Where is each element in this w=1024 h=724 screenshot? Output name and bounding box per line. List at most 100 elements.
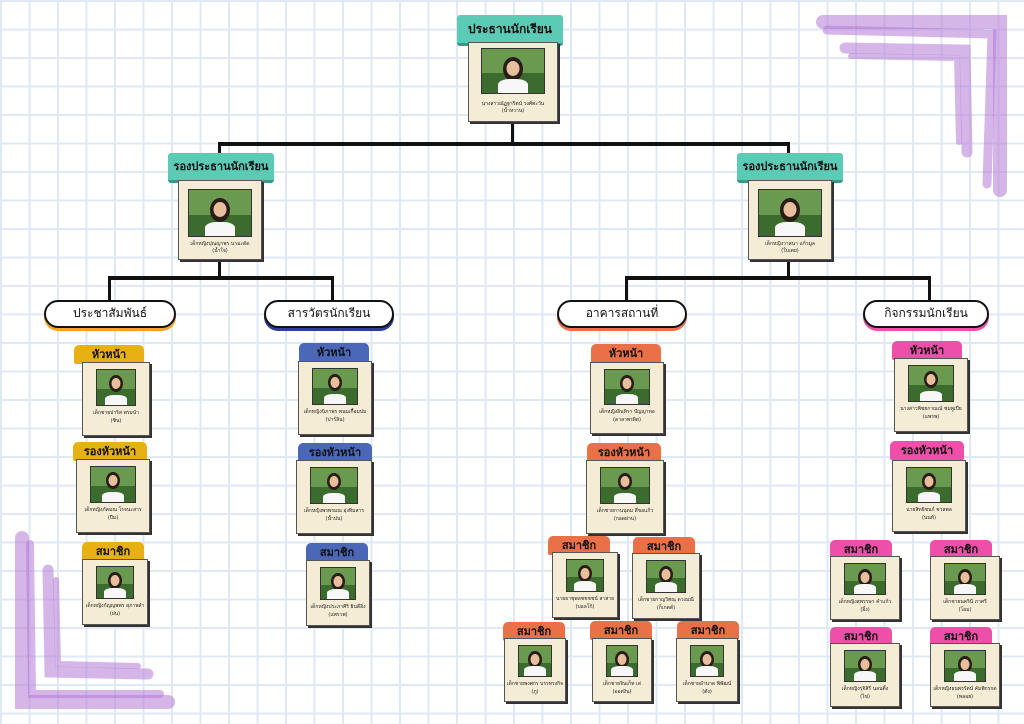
pr-member-nickname: (ฝน) <box>109 611 121 617</box>
sarawat-deputy-role-tag: รองหัวหน้า <box>298 443 372 462</box>
connector-line <box>511 121 514 145</box>
sarawat-member-name: เด็กหญิงประภาศิริ ยินดีอิ่ง <box>310 604 366 610</box>
activity-member4-nickname: (พลอย) <box>956 694 974 700</box>
building-member5-role-tag: สมาชิก <box>677 621 739 640</box>
building-member3-role-tag: สมาชิก <box>503 622 565 641</box>
pr-deputy-role-tag: รองหัวหน้า <box>73 442 147 461</box>
building-member2-role-tag: สมาชิก <box>633 537 695 556</box>
building-member5-nickname: (ตัง) <box>702 689 712 695</box>
activity-member4-role-tag: สมาชิก <box>930 627 992 646</box>
sarawat-member-card: เด็กหญิงประภาศิริ ยินดีอิ่ง (แพรวพ) <box>306 560 370 626</box>
activity-deputy-nickname: (นนท์) <box>921 515 937 521</box>
president-name: นางสาวณัฏฐาริตน์ วงศ์ตะวัน <box>481 101 545 107</box>
vice-president-right-title: รองประธานนักเรียน <box>737 153 843 183</box>
activity-head-nickname: (แพรพ) <box>922 414 940 420</box>
activity-member4-photo <box>944 650 986 682</box>
department-building-label: อาคารสถานที่ <box>557 300 687 328</box>
sarawat-member-nickname: (แพรวพ) <box>328 612 348 618</box>
pr-member-photo <box>96 566 134 599</box>
sarawat-deputy-card: เด็กหญิงพรพรมณ อุ่งทิมสาร (น้ำปน) <box>296 460 372 534</box>
building-member5-name: เด็กชายอำนาด พิพัฒน์ <box>682 681 732 687</box>
activity-head-photo <box>908 365 954 402</box>
sarawat-head-card: เด็กหญิงนิภาพร พนมเกื้อมปม(ปาร์ลิน) <box>298 361 372 435</box>
building-member4-role-tag: สมาชิก <box>590 621 652 640</box>
building-member1-nickname: (บอลโก้) <box>575 604 595 610</box>
sarawat-member-role-tag: สมาชิก <box>306 543 368 562</box>
building-head-photo <box>604 369 650 405</box>
building-member5-photo <box>690 645 724 677</box>
building-deputy-photo <box>600 467 650 504</box>
building-member3-nickname: (ภู) <box>531 689 539 695</box>
connector-line <box>331 276 334 300</box>
connector-line <box>218 142 790 146</box>
pr-deputy-nickname: (ปีม) <box>107 515 119 521</box>
activity-member1-nickname: (อิ้ง) <box>860 607 870 613</box>
connector-line <box>218 259 221 279</box>
pr-head-role-tag: หัวหน้า <box>74 345 144 364</box>
activity-member1-card: เด็กหญิงสุพรรษา คำแก้ว(อิ้ง) <box>830 556 900 620</box>
pr-deputy-name: เด็กหญิงภัคมณ โรจนะสาร <box>84 507 142 513</box>
activity-member2-card: เด็กชายนครินี ภาศรี(โอม) <box>930 556 1000 620</box>
president-photo <box>481 48 545 94</box>
activity-member3-card: เด็กหญิงรุจิสิรี นอนติ้ง (ไข่) <box>830 643 900 707</box>
pr-member-card: เด็กหญิงกัญญพพร สุภาพลำ (ฝน) <box>82 559 148 625</box>
pr-head-nickname: (ซิน) <box>110 418 122 424</box>
activity-head-card: นางสาวพิชยกาณณ์ ชมพูเปีย (แพรพ) <box>894 358 968 432</box>
sarawat-member-photo <box>320 567 356 600</box>
activity-member3-name: เด็กหญิงรุจิสิรี นอนติ้ง <box>841 686 889 692</box>
sarawat-head-role-tag: หัวหน้า <box>299 343 369 362</box>
connector-line <box>108 276 111 300</box>
department-sarawat-label: สารวัตรนักเรียน <box>264 300 394 328</box>
vice-president-left-nickname: (น้ำใจ) <box>212 248 228 254</box>
vice-president-right-name: เด็กหญิงวาสนา แก้วมูล <box>765 241 815 247</box>
building-deputy-card: เด็กชายกานนุดม สี่ขอแก้ว (กอดผ่าน) <box>586 460 664 534</box>
sarawat-deputy-name: เด็กหญิงพรพรมณ อุ่งทิมสาร <box>303 508 365 514</box>
activity-member2-name: เด็กชายนครินี ภาศรี <box>943 599 987 605</box>
department-pr-label: ประชาสัมพันธ์ <box>44 300 176 328</box>
crayon-corner-bottom-left-icon <box>15 531 175 709</box>
activity-deputy-role-tag: รองหัวหน้า <box>890 441 964 460</box>
building-head-role-tag: หัวหน้า <box>591 344 661 363</box>
activity-deputy-photo <box>906 467 952 503</box>
pr-head-card: เด็กชายปาริส พรมนำ (ซิน) <box>82 362 150 436</box>
vice-president-left-card: เด็กหญิงปุณญาพร นามะดัด (น้ำใจ) <box>178 180 262 260</box>
building-member3-card: เด็กชายพงศกร บรรทรงกิจ(ภู) <box>504 638 566 702</box>
activity-head-name: นางสาวพิชยกาณณ์ ชมพูเปีย <box>900 406 962 412</box>
connector-line <box>787 259 790 279</box>
building-head-card: เด็กหญิงอินทิรา ปัญญาทอ (ดาลาพรผิด) <box>590 362 664 434</box>
building-member4-nickname: (ออตงิน) <box>612 689 632 695</box>
activity-member2-photo <box>944 563 986 595</box>
building-member4-card: เด็กชายจินเก็ท เด่(ออตงิน) <box>592 638 652 702</box>
building-deputy-name: เด็กชายกานนุดม สี่ขอแก้ว <box>596 508 654 514</box>
vice-president-right-photo <box>758 189 822 237</box>
building-member1-name: นายธาชุพลชชชชน์ สาสาย <box>556 596 614 602</box>
pr-member-name: เด็กหญิงกัญญพพร สุภาพลำ <box>85 603 145 609</box>
building-head-name: เด็กหญิงอินทิรา ปัญญาทอ <box>599 409 655 415</box>
connector-line <box>218 142 221 154</box>
sarawat-deputy-nickname: (น้ำปน) <box>325 516 343 522</box>
activity-member1-photo <box>844 563 886 595</box>
building-member3-photo <box>518 645 552 677</box>
building-deputy-nickname: (กอดผ่าน) <box>613 516 637 522</box>
building-head-nickname: (ดาลาพรผิด) <box>613 417 641 423</box>
building-deputy-role-tag: รองหัวหน้า <box>587 443 661 462</box>
building-member2-card: เด็กชายกาญวิศณุ ดวงมณี(ก็เกตต์) <box>632 553 700 619</box>
connector-line <box>625 276 628 300</box>
department-activity-label: กิจกรรมนักเรียน <box>863 300 989 328</box>
sarawat-head-name: เด็กหญิงนิภาพร พนมเกื้อมปม <box>303 409 367 415</box>
vice-president-left-title: รองประธานนักเรียน <box>168 153 274 183</box>
building-member4-photo <box>606 645 638 677</box>
activity-member4-card: เด็กหญิงธนพรรัตน์ คัมพิกรกด(พลอย) <box>930 643 1000 707</box>
sarawat-deputy-photo <box>310 467 358 504</box>
sarawat-head-photo <box>312 368 358 405</box>
activity-deputy-card: นายสิทธิชนก์ ชวลพล(นนท์) <box>892 460 966 532</box>
activity-member3-role-tag: สมาชิก <box>830 627 892 646</box>
connector-line <box>928 276 931 300</box>
pr-head-name: เด็กชายปาริส พรมนำ <box>93 410 139 416</box>
activity-member1-role-tag: สมาชิก <box>830 540 892 559</box>
activity-member3-nickname: (ไข่) <box>860 694 870 700</box>
pr-member-role-tag: สมาชิก <box>82 542 144 561</box>
building-member1-photo <box>566 559 604 592</box>
pr-head-photo <box>96 369 136 406</box>
president-card: นางสาวณัฏฐาริตน์ วงศ์ตะวัน (น้ำหวาน) <box>468 42 558 122</box>
